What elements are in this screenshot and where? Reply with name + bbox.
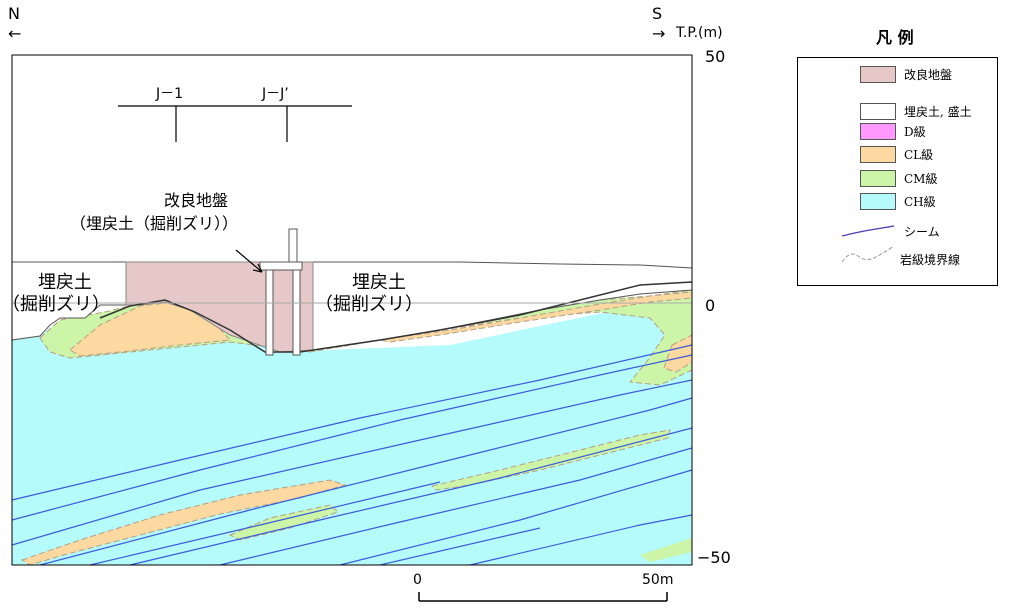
north-arrow-icon: ← xyxy=(8,24,22,43)
fill-left-label: 埋戻土 xyxy=(38,272,92,293)
cl-band-lower-right xyxy=(663,334,693,373)
south-arrow-icon: → xyxy=(652,24,666,43)
tick-minus-50: −50 xyxy=(697,548,731,567)
south-label: S xyxy=(652,4,663,23)
legend-swatch-ch xyxy=(860,193,896,210)
improved-ground-subtitle: （埋戻土（掘削ズリ）） xyxy=(70,214,239,233)
legend-swatch-cm xyxy=(860,170,896,187)
section-marker xyxy=(118,105,352,142)
section-label-j1: J－1 xyxy=(156,86,184,102)
improved-ground-title: 改良地盤 xyxy=(164,191,229,210)
legend-label-seam: シーム xyxy=(904,225,940,239)
legend-label-cm: CM級 xyxy=(904,172,938,186)
seam-legend-line xyxy=(841,225,895,237)
tick-0: 0 xyxy=(705,296,716,315)
legend-swatch-improved xyxy=(860,66,896,83)
legend-swatch-d xyxy=(860,123,896,140)
legend-label-fill: 埋戻土, 盛土 xyxy=(904,105,972,119)
scale-bar xyxy=(418,592,668,602)
legend-title: 凡 例 xyxy=(876,28,914,47)
ch-rock-layer xyxy=(12,292,692,565)
legend-label-ch: CH級 xyxy=(904,195,936,209)
cl-lens-lower xyxy=(20,479,347,566)
section-frame xyxy=(11,54,693,566)
fill-right-label: 埋戻土 xyxy=(352,272,406,293)
annotation-arrow xyxy=(235,249,263,273)
structure xyxy=(259,228,303,356)
legend-label-d: D級 xyxy=(904,125,926,139)
legend-swatch-cl xyxy=(860,146,896,163)
legend-label-improved: 改良地盤 xyxy=(904,68,953,82)
legend-line-samples xyxy=(841,225,895,263)
scale-end-label: 50m xyxy=(642,572,674,588)
cl-band-right xyxy=(379,291,693,343)
cm-lens-middle xyxy=(431,429,671,491)
legend-label-boundary: 岩級境界線 xyxy=(900,253,961,267)
elevation-unit-label: T.P.(m) xyxy=(676,25,723,41)
legend-label-cl: CL級 xyxy=(904,148,934,162)
legend-swatch-fill xyxy=(860,103,896,120)
cm-sliver-bottom-right xyxy=(640,538,692,562)
fill-left-sublabel: （掘削ズリ） xyxy=(2,294,110,315)
tick-50: 50 xyxy=(705,47,726,66)
boundary-legend-line xyxy=(841,245,895,263)
scale-start-label: 0 xyxy=(413,572,422,588)
cm-lens-lower xyxy=(228,504,339,541)
fill-right-sublabel: （掘削ズリ） xyxy=(315,294,423,315)
ground-surface-line xyxy=(379,281,693,341)
seam-lines xyxy=(11,344,693,566)
section-label-jj: J－J’ xyxy=(262,86,289,102)
north-label: N xyxy=(8,4,20,23)
legend-box xyxy=(797,57,998,286)
